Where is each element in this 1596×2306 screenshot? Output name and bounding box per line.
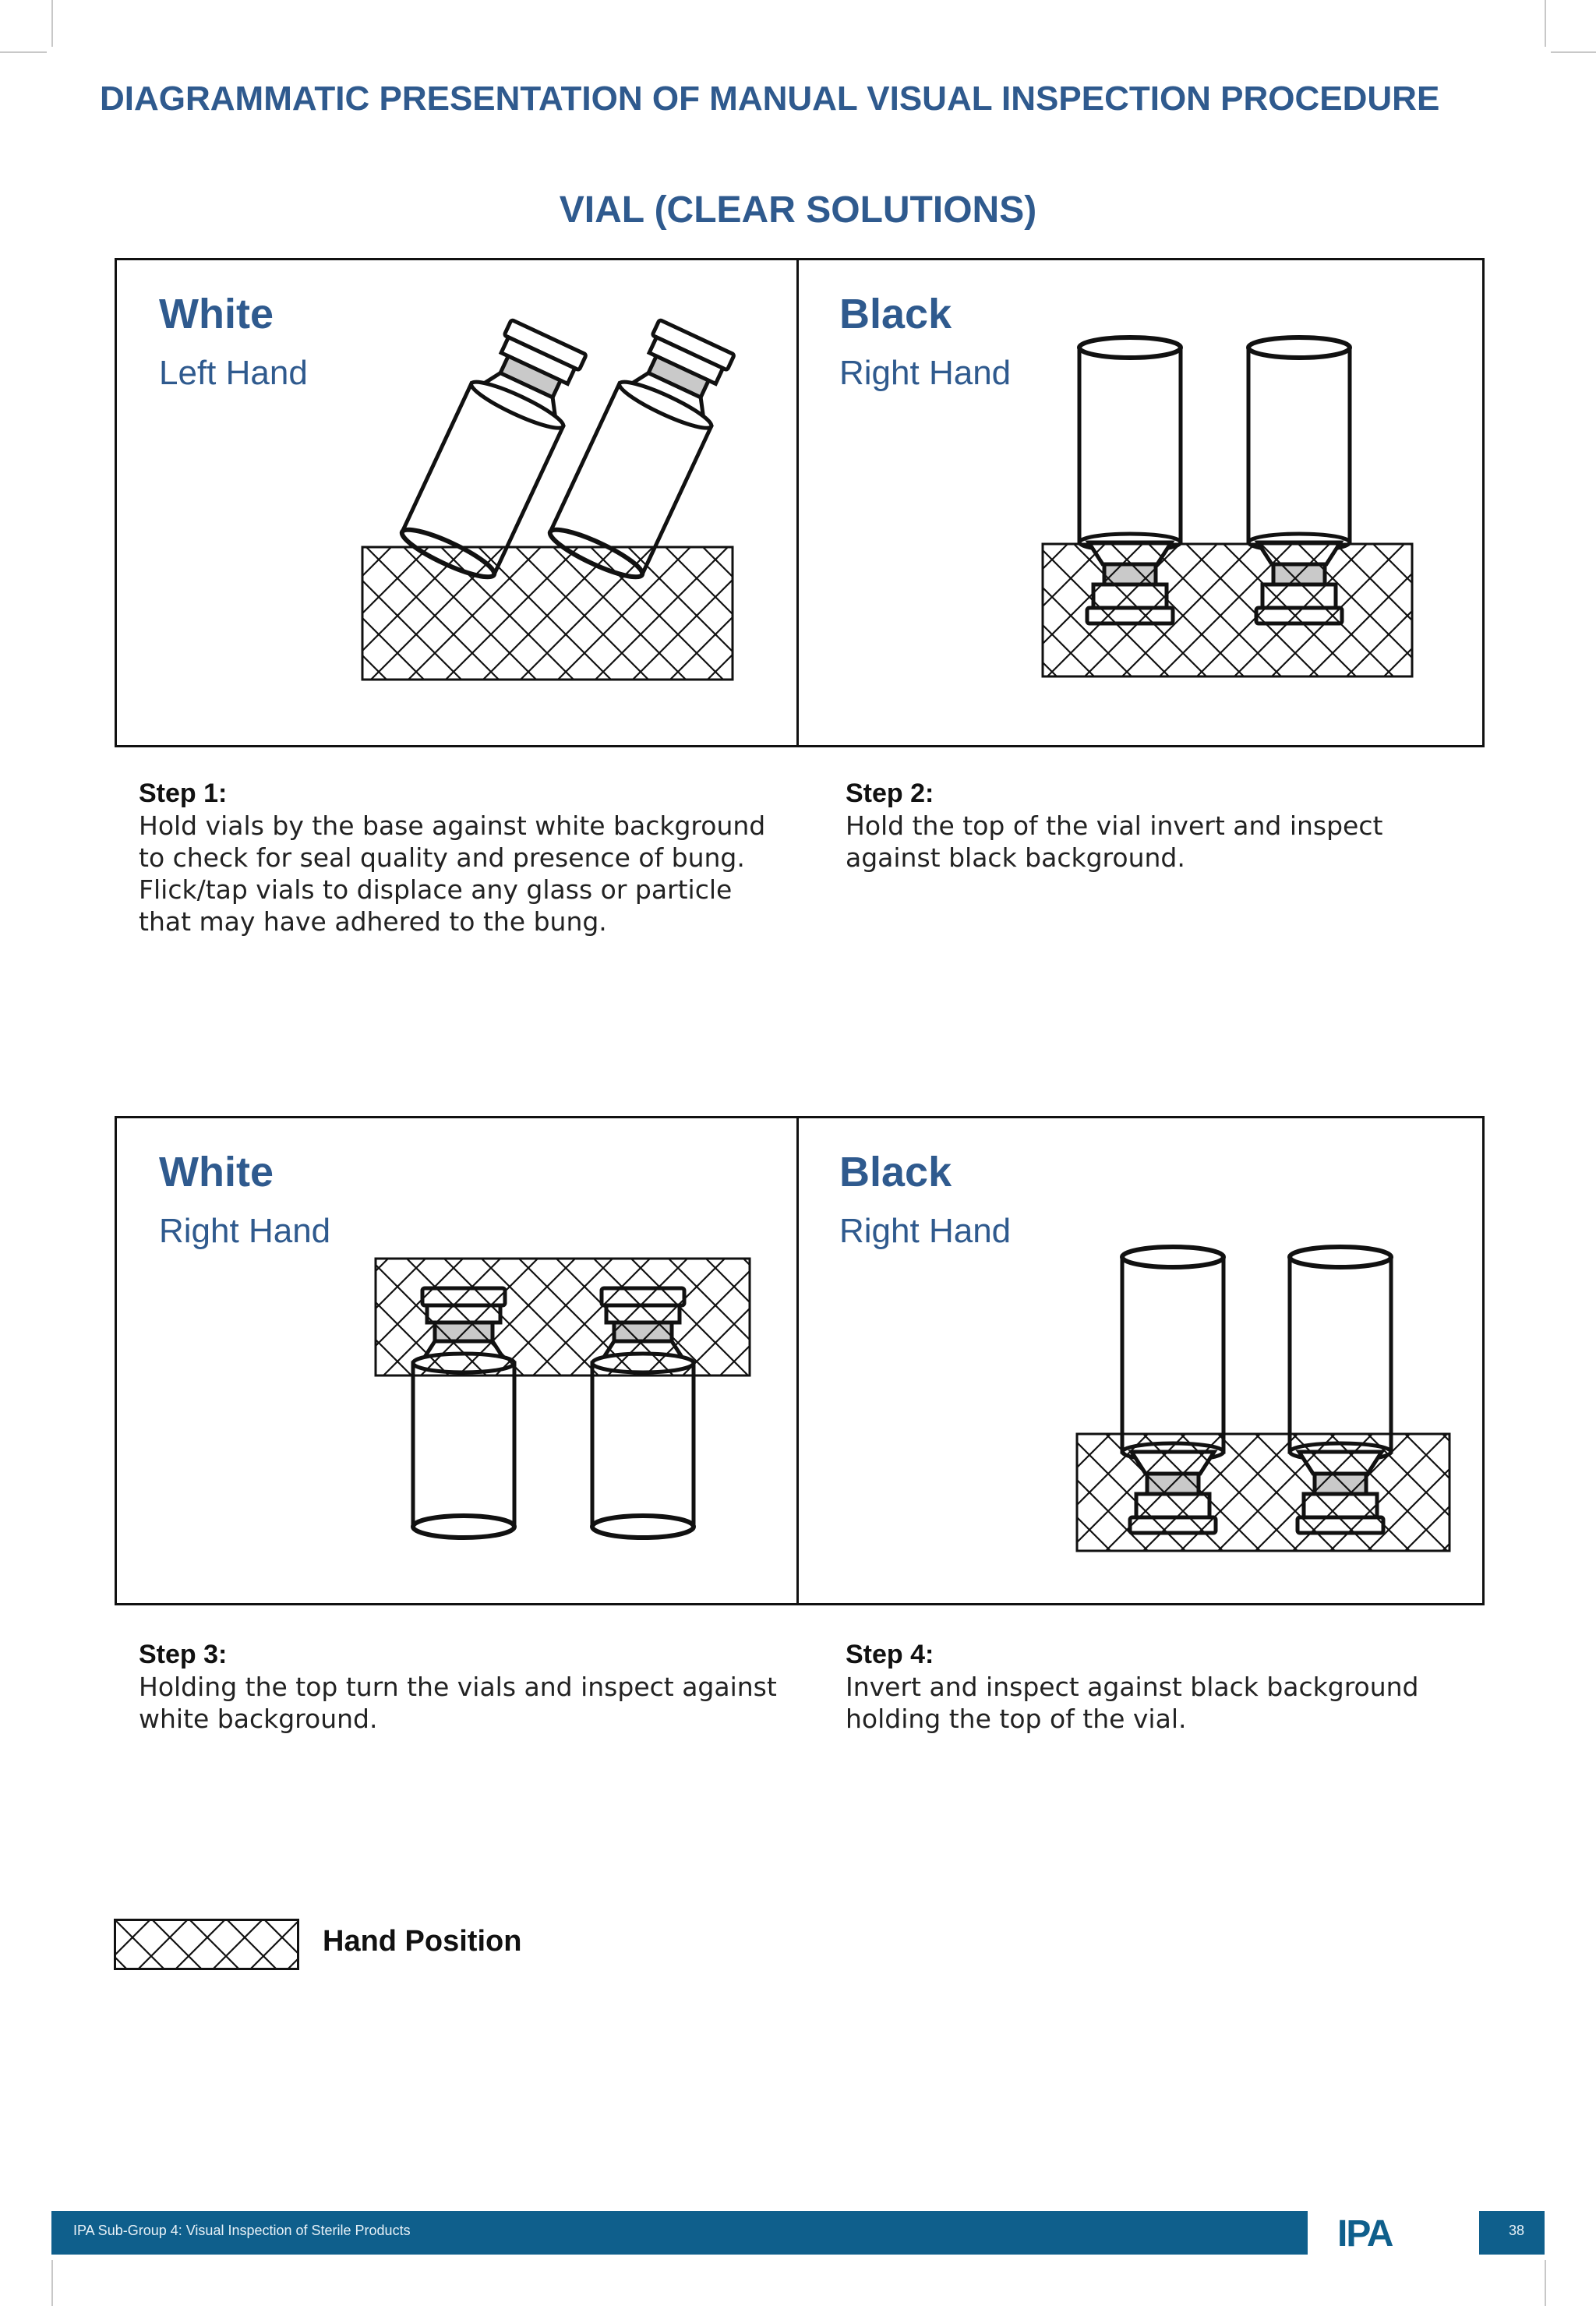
hand-label: Right Hand (839, 354, 1012, 392)
legend-label: Hand Position (323, 1925, 522, 1958)
step-3: Step 3: Holding the top turn the vials a… (139, 1639, 778, 1735)
background-label: Black (839, 291, 952, 337)
footer-bar: IPA Sub-Group 4: Visual Inspection of St… (51, 2211, 1545, 2255)
vial-diagram (374, 1118, 1451, 1552)
page-title: DIAGRAMMATIC PRESENTATION OF MANUAL VISU… (100, 79, 1440, 118)
hand-label: Left Hand (159, 354, 308, 392)
background-label: White (159, 291, 274, 337)
crop-mark (51, 2260, 53, 2306)
step-text: Holding the top turn the vials and inspe… (139, 1672, 777, 1734)
step-text: Hold vials by the base against white bac… (139, 810, 766, 937)
step-2: Step 2: Hold the top of the vial invert … (846, 778, 1485, 874)
crop-mark (1545, 0, 1546, 47)
step-title: Step 1: (139, 779, 228, 808)
crop-mark (51, 0, 53, 47)
panel-divider (796, 1118, 799, 1603)
hand-position-area (1075, 1432, 1451, 1552)
footer-text: IPA Sub-Group 4: Visual Inspection of St… (73, 2223, 411, 2238)
page-subtitle: VIAL (CLEAR SOLUTIONS) (559, 189, 1037, 231)
step-1: Step 1: Hold vials by the base against w… (139, 778, 778, 938)
background-label: White (159, 1149, 274, 1195)
hand-position-area (361, 546, 734, 681)
logo-text: IPA (1337, 2213, 1393, 2255)
diagram-panel-2: White Right Hand Black Right Hand (115, 1116, 1485, 1605)
hand-position-swatch (114, 1919, 299, 1970)
step-title: Step 2: (846, 779, 934, 808)
hand-label: Right Hand (159, 1212, 331, 1250)
step-text: Invert and inspect against black backgro… (846, 1672, 1419, 1734)
background-label: Black (839, 1149, 952, 1195)
step-4: Step 4: Invert and inspect against black… (846, 1639, 1485, 1735)
crop-mark (1545, 2260, 1546, 2306)
panel-divider (796, 260, 799, 745)
hand-label: Right Hand (839, 1212, 1012, 1250)
page-number: 38 (1508, 2223, 1524, 2238)
hand-position-area (374, 1257, 751, 1377)
step-title: Step 4: (846, 1640, 934, 1669)
vial-diagram (361, 260, 1414, 681)
diagram-panel-1: White Left Hand Black Right Hand (115, 258, 1485, 747)
ipa-logo: IPA (1308, 2211, 1479, 2255)
crop-mark (0, 51, 47, 53)
step-title: Step 3: (139, 1640, 228, 1669)
hand-position-area (1041, 542, 1414, 678)
crop-mark (1551, 51, 1596, 53)
step-text: Hold the top of the vial invert and insp… (846, 810, 1383, 873)
